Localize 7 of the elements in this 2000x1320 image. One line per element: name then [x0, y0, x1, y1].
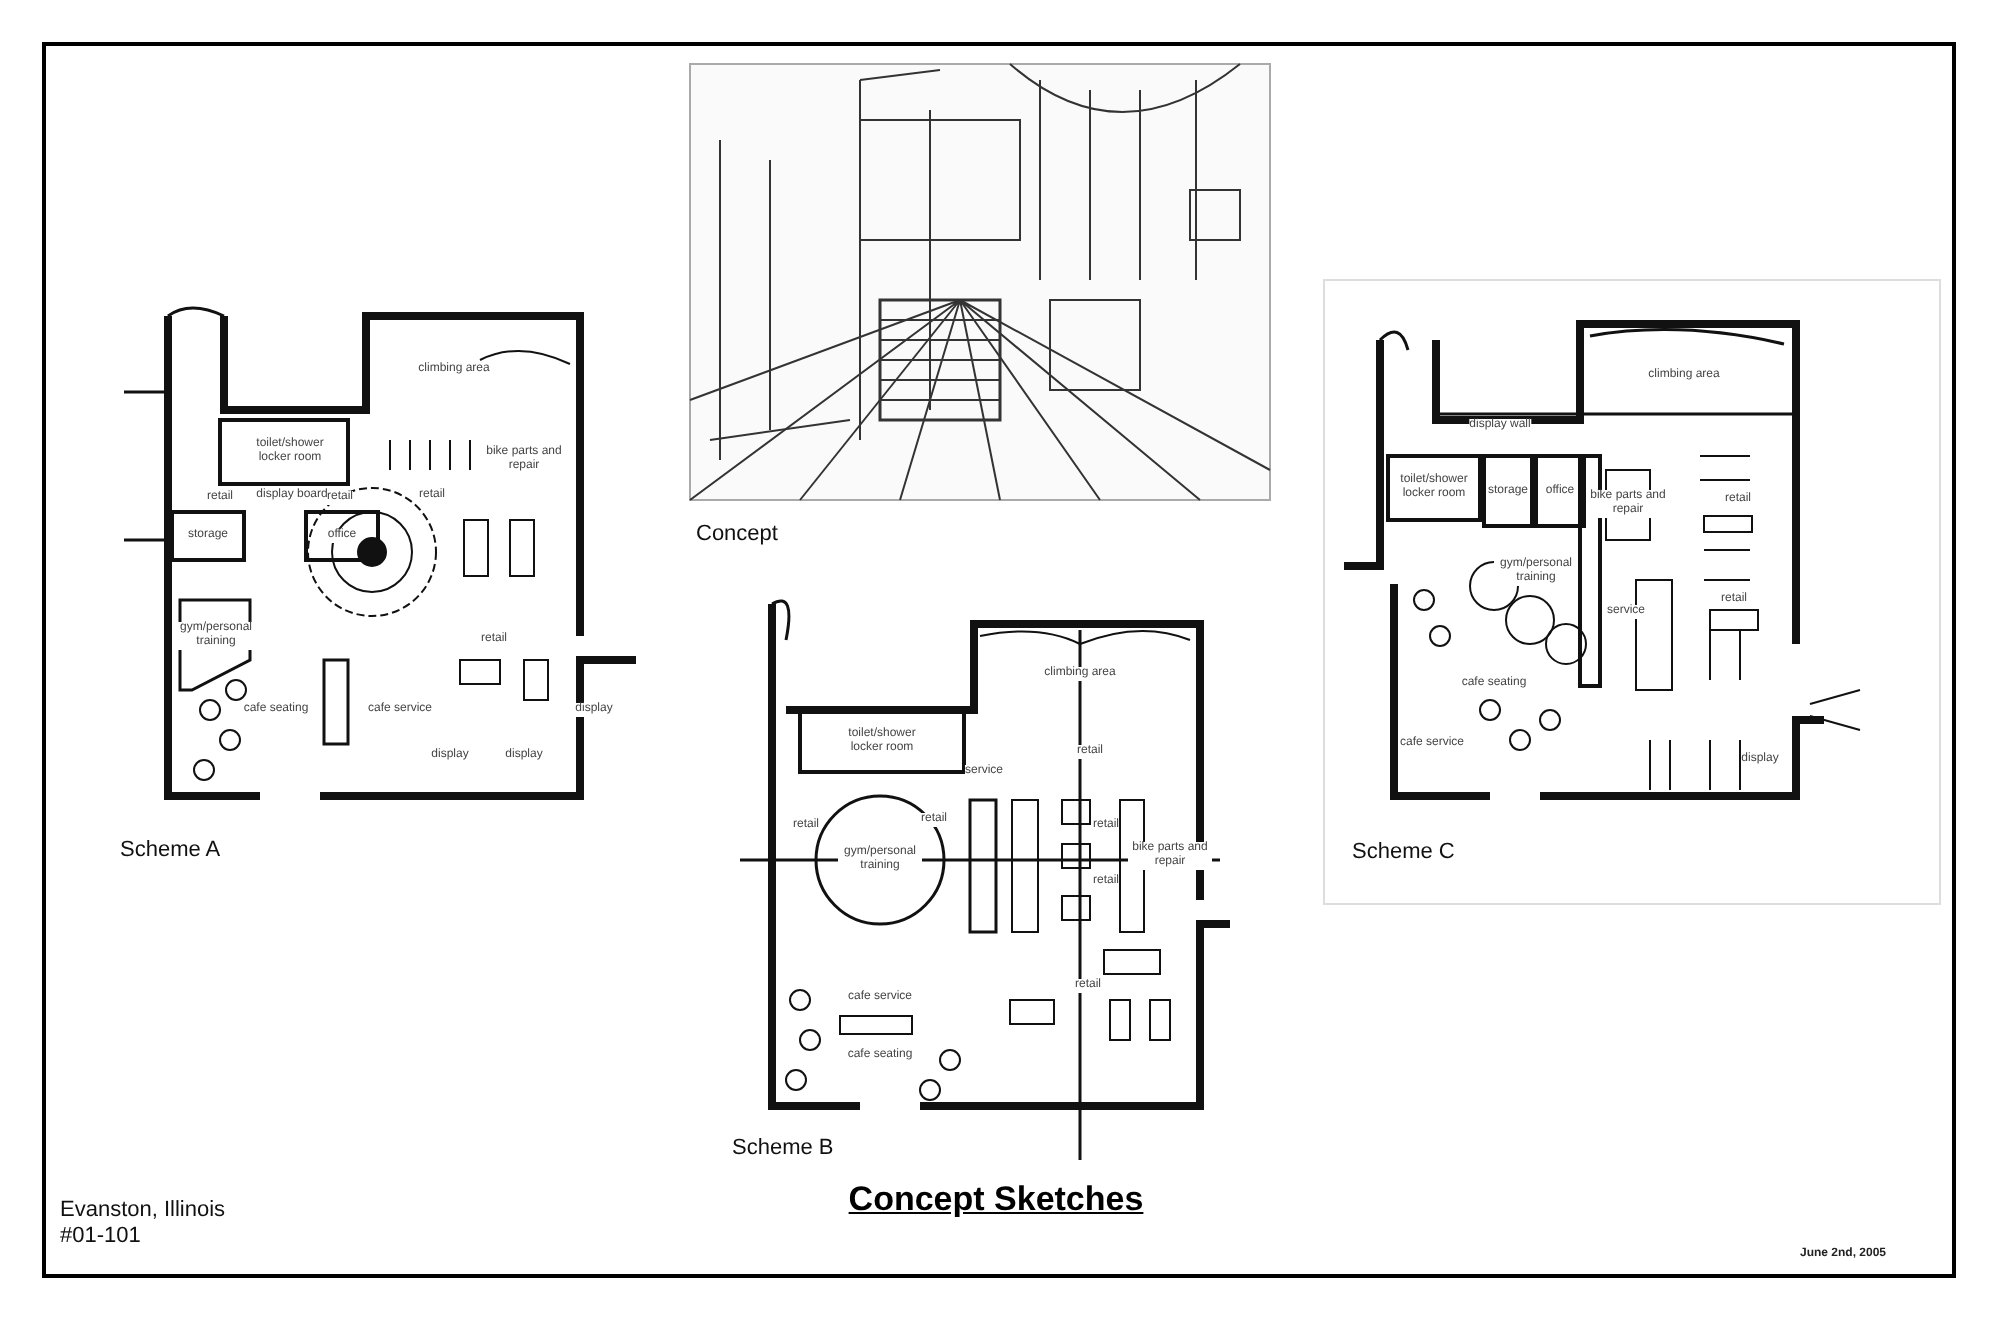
plan-caption: Scheme C: [1352, 840, 1455, 864]
plan-caption: Scheme A: [120, 838, 221, 862]
project-info: Evanston, Illinois: [60, 1198, 226, 1222]
project-info: #01-101: [60, 1224, 141, 1248]
sheet-title: Concept Sketches: [848, 1180, 1144, 1220]
plan-caption: Scheme B: [732, 1136, 834, 1160]
plan-caption: Concept: [696, 522, 778, 546]
